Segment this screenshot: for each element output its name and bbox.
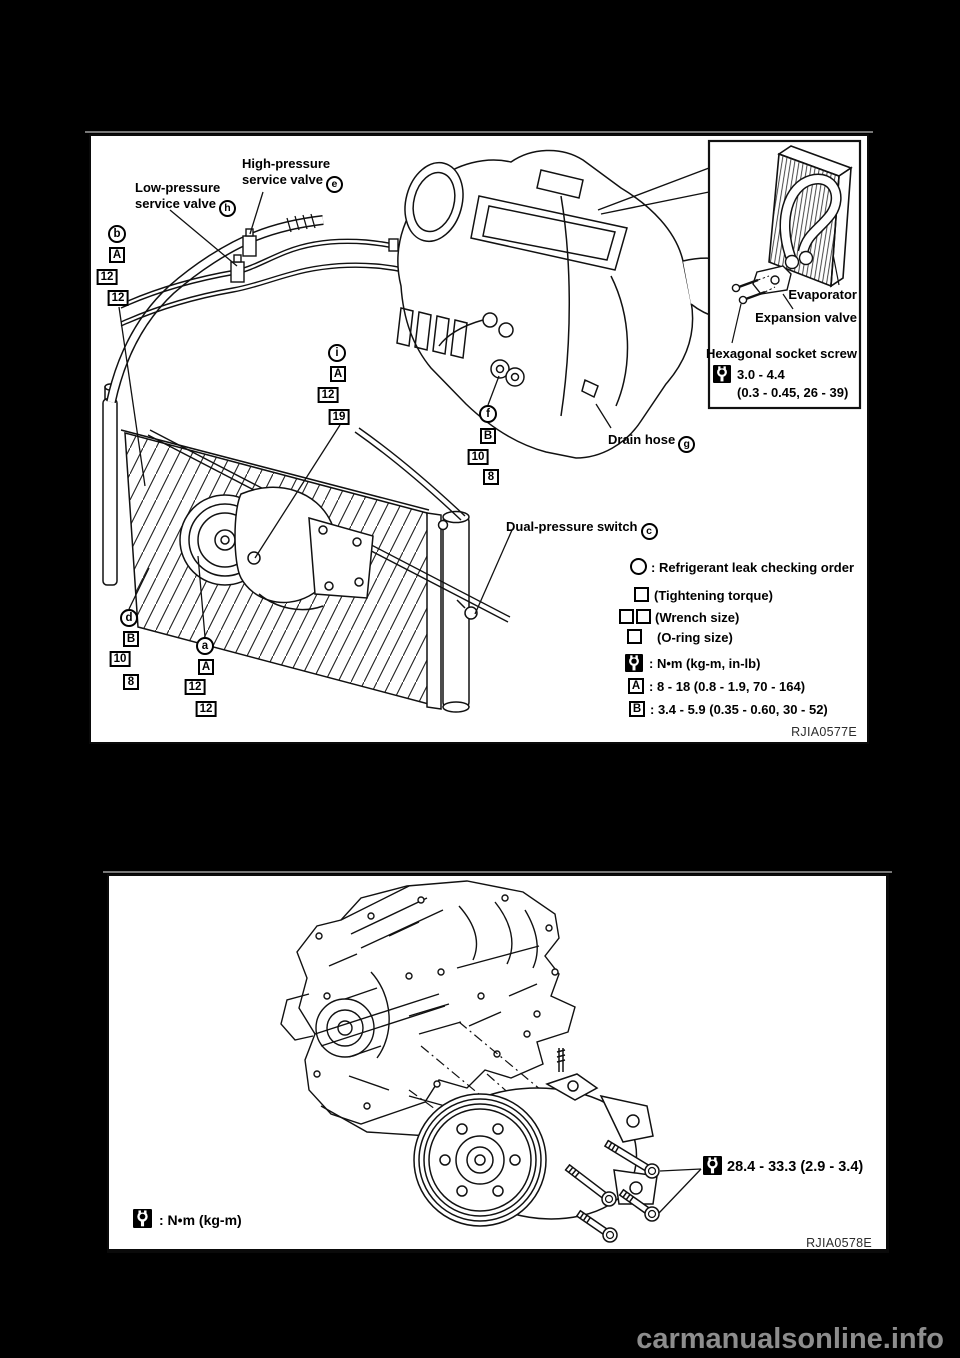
marker-a-torque-A: A (198, 659, 214, 675)
bolt-torque-value: 28.4 - 33.3 (2.9 - 3.4) (727, 1159, 864, 1175)
hex-screw-torque-sub: (0.3 - 0.45, 26 - 39) (737, 385, 849, 400)
compressor-mounting-line-art (280, 880, 702, 1243)
marker-b-wrench-12b: 12 (107, 290, 129, 306)
marker-c: c (640, 522, 658, 540)
torque-callout-leaders (658, 1168, 702, 1214)
expansion-valve-label: Expansion valve (755, 310, 857, 325)
marker-a-circle: a (196, 637, 214, 655)
engine-drawing (280, 880, 576, 1137)
marker-a-wrench-12: 12 (184, 679, 206, 695)
legend-A-value: : 8 - 18 (0.8 - 1.9, 70 - 164) (649, 679, 806, 694)
low-pressure-label-line2: service valve (135, 196, 216, 211)
marker-g: g (678, 435, 696, 453)
high-pressure-label-line2: service valve (242, 172, 323, 187)
units-wrench-icon (133, 1209, 152, 1228)
marker-d-oring-8: 8 (123, 674, 139, 690)
evaporator-inset-drawing (707, 139, 862, 410)
torque-units-note: : N•m (kg-m) (159, 1212, 242, 1228)
legend-wrench-size: (Wrench size) (655, 610, 740, 625)
refrigerant-pipes-drawing (106, 213, 506, 404)
marker-f-circle: f (479, 405, 497, 423)
marker-e: e (325, 175, 343, 193)
torque-wrench-icon (713, 365, 731, 383)
figure-compressor-mounting: 28.4 - 33.3 (2.9 - 3.4) : N•m (kg-m) RJI… (103, 871, 892, 1253)
mounting-bolts-drawing (564, 1139, 660, 1243)
marker-b-torque-A: A (109, 247, 125, 263)
marker-f-oring-8: 8 (483, 469, 499, 485)
legend-leak-order: : Refrigerant leak checking order (651, 560, 855, 575)
legend-torque-wrench-icon (625, 654, 643, 672)
legend-wrench-square-2 (636, 609, 651, 624)
leader-lines (118, 191, 612, 638)
hex-screw-torque-value: 3.0 - 4.4 (737, 367, 785, 382)
marker-d-circle: d (120, 609, 138, 627)
compressor-drawing (179, 486, 374, 611)
site-watermark: carmanualsonline.info (636, 1323, 944, 1355)
marker-i-wrench-12: 12 (317, 387, 339, 403)
marker-d-torque-B: B (123, 631, 139, 647)
marker-f-torque-B: B (480, 428, 496, 444)
hex-socket-screw-label: Hexagonal socket screw (705, 346, 857, 361)
marker-d-wrench-10: 10 (109, 651, 131, 667)
figure-ref-code: RJIA0578E (806, 1236, 872, 1250)
legend-A-badge: A (628, 678, 644, 694)
legend-oring-square (627, 629, 642, 644)
legend-B-badge: B (629, 701, 645, 717)
legend-B-value: : 3.4 - 5.9 (0.35 - 0.60, 30 - 52) (650, 702, 828, 717)
marker-i-wrench-19: 19 (328, 409, 350, 425)
legend-tightening-torque: (Tightening torque) (654, 588, 773, 603)
high-pressure-label-line1: High-pressure (242, 156, 331, 171)
low-pressure-label-line1: Low-pressure (135, 180, 221, 195)
marker-i-torque-A: A (330, 366, 346, 382)
marker-b-wrench-12: 12 (96, 269, 118, 285)
marker-i-circle: i (328, 344, 346, 362)
legend-torque-units: : N•m (kg-m, in-lb) (649, 656, 761, 671)
marker-h: h (218, 199, 236, 217)
hvac-unit-drawing (396, 149, 770, 459)
marker-a-wrench-12b: 12 (195, 701, 217, 717)
evaporator-label: Evaporator (788, 287, 857, 302)
marker-f-wrench-10: 10 (467, 449, 489, 465)
inset-callout-lines (597, 167, 710, 215)
legend-circle-symbol (630, 558, 647, 575)
figure-ref-code: RJIA0577E (791, 725, 857, 739)
legend-wrench-square-1 (619, 609, 634, 624)
marker-b-circle: b (108, 225, 126, 243)
legend-torque-square (634, 587, 649, 602)
legend-oring-size: (O-ring size) (657, 630, 733, 645)
bolt-torque-wrench-icon (703, 1156, 722, 1175)
